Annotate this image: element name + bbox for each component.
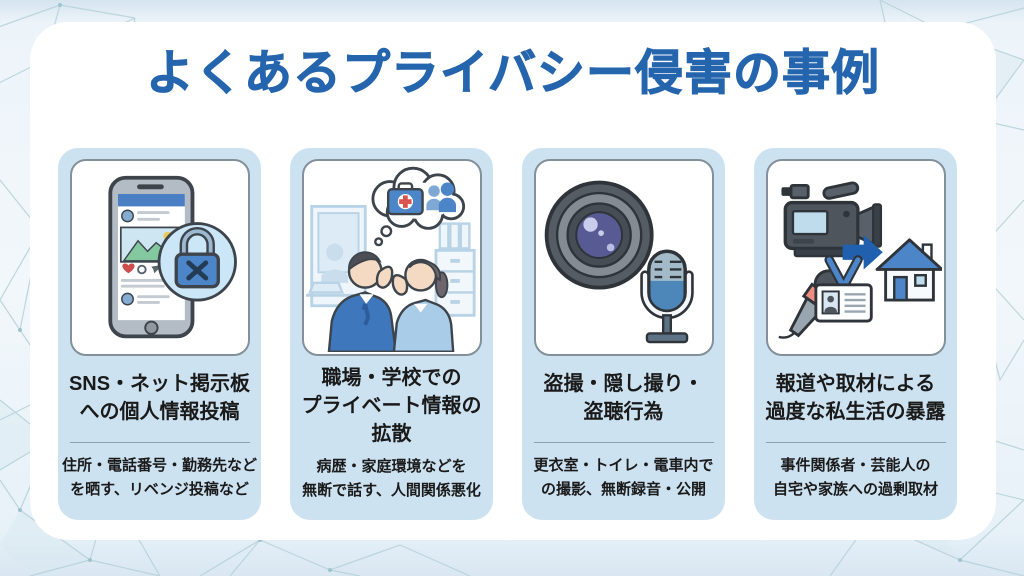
card-divider bbox=[533, 442, 714, 443]
card-hidden-filming: 盗撮・隠し撮り・ 盗聴行為 更衣室・トイレ・電車内で の撮影、無断録音・公開 bbox=[522, 148, 725, 520]
card-divider bbox=[69, 442, 250, 443]
card-icon-box bbox=[301, 159, 482, 356]
card-icon-box bbox=[533, 159, 714, 356]
card-workplace-gossip: 職場・学校での プライベート情報の 拡散 病歴・家庭環境などを 無断で話す、人間… bbox=[290, 148, 493, 520]
card-description: 住所・電話番号・勤務先など を晒す、リベンジ投稿など bbox=[61, 457, 257, 498]
card-description: 更衣室・トイレ・電車内で の撮影、無断録音・公開 bbox=[533, 457, 714, 498]
card-icon-box bbox=[69, 159, 250, 356]
card-media-exposure: 報道や取材による 過度な私生活の暴露 事件関係者・芸能人の 自宅や家族への過剰取… bbox=[754, 148, 957, 520]
card-description: 事件関係者・芸能人の 自宅や家族への過剰取材 bbox=[772, 457, 938, 498]
card-title: 報道や取材による 過度な私生活の暴露 bbox=[765, 373, 946, 423]
card-row: SNS・ネット掲示板 への個人情報投稿 住所・電話番号・勤務先など を晒す、リベ… bbox=[58, 148, 969, 520]
card-title: 盗撮・隠し撮り・ 盗聴行為 bbox=[543, 373, 704, 423]
card-icon-box bbox=[765, 159, 946, 356]
whispering-coworkers-icon bbox=[305, 166, 476, 352]
card-sns-posting: SNS・ネット掲示板 への個人情報投稿 住所・電話番号・勤務先など を晒す、リベ… bbox=[58, 148, 261, 520]
press-camera-badge-house-icon bbox=[777, 180, 942, 339]
page-title: よくあるプライバシー侵害の事例 bbox=[145, 47, 881, 101]
card-divider bbox=[765, 442, 946, 443]
card-title: SNS・ネット掲示板 への個人情報投稿 bbox=[68, 373, 251, 423]
main-panel: よくあるプライバシー侵害の事例 bbox=[30, 22, 996, 540]
camera-lens-microphone-icon bbox=[544, 180, 694, 343]
card-title: 職場・学校での プライベート情報の 拡散 bbox=[301, 367, 482, 445]
card-description: 病歴・家庭環境などを 無断で話す、人間関係悪化 bbox=[302, 458, 481, 499]
smartphone-sns-lock-icon bbox=[107, 175, 237, 338]
